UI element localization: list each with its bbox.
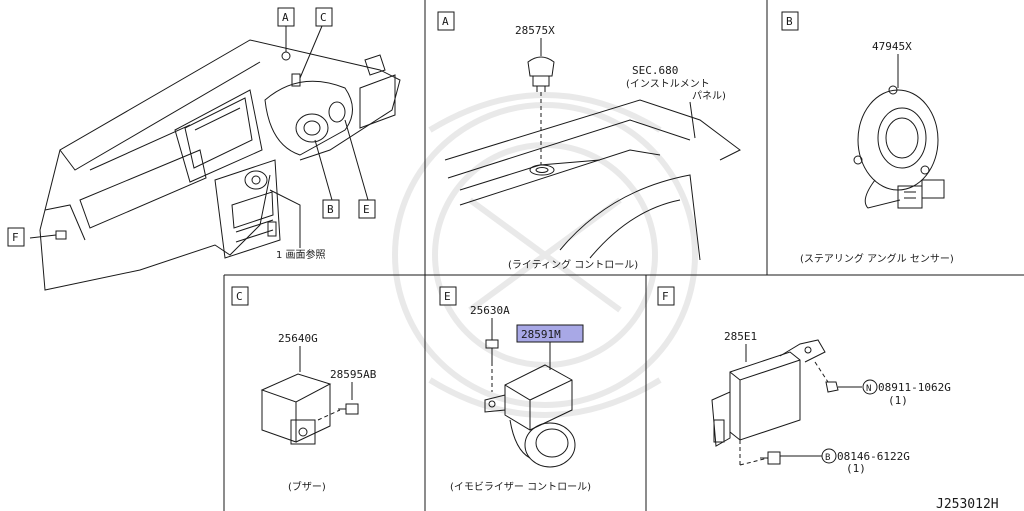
section-A-ref-name: (インストルメント [626,79,710,90]
section-C-caption: (ブザー) [288,480,326,493]
section-C-tag: C [236,290,243,303]
section-F-nut-symbol: N [866,384,871,394]
overview-note: 1 画面参照 [276,248,326,261]
watermark-logo [392,92,698,418]
callout-B-overview: B [322,199,340,219]
section-A: A 28575X SEC.680 (インストルメント パネル) (ライティング … [437,11,741,271]
section-F-part-main: 285E1 [724,330,757,343]
section-C-part-main: 25640G [278,332,318,345]
section-A-tag: A [442,15,449,28]
callout-F-label: F [12,231,19,244]
section-E-caption: (イモビライザー コントロール) [450,481,591,493]
section-F-nut-part: 08911-1062G [878,381,951,394]
section-A-ref-sec: SEC.680 [632,64,678,77]
section-A-ref-name2: パネル) [692,90,726,102]
section-E: E 25630A 28591M (イモビライザー コントロール) [439,286,591,493]
callout-B-label: B [327,203,334,216]
section-C: C 25640G 28595AB (ブザー) [231,286,377,493]
section-E-tag: E [444,290,451,303]
section-F-bolt-part: 08146-6122G [837,450,910,463]
diagram-code: J253012H [936,497,999,511]
instrument-panel-overview [29,25,401,291]
callout-E-label: E [363,203,370,216]
section-F-bolt-symbol: B [825,453,830,463]
section-E-part-main: 28591M [521,328,561,341]
section-F-tag: F [662,290,669,303]
callout-E-overview: E [358,199,376,219]
callout-A-overview: A [277,7,295,27]
panel-frames [223,0,1024,511]
callout-F-overview: F [7,227,25,247]
section-B-part: 47945X [872,40,912,53]
section-F-nut-qty: (1) [888,394,908,407]
callout-C-label: C [320,11,327,24]
section-F: F 285E1 N 08911-1062G (1) B 08146-6122G … [657,286,951,475]
section-C-part-screw: 28595AB [330,368,377,381]
section-F-bolt-qty: (1) [846,462,866,475]
section-B-caption: (ステアリング アングル センサー) [800,252,954,265]
section-B-tag: B [786,15,793,28]
callout-C-overview: C [315,7,333,27]
callout-A-label: A [282,11,289,24]
section-A-part: 28575X [515,24,555,37]
section-A-caption: (ライティング コントロール) [508,258,638,271]
section-E-part-bolt: 25630A [470,304,510,317]
section-B: B 47945X (ステアリング アングル センサー) [781,11,954,265]
